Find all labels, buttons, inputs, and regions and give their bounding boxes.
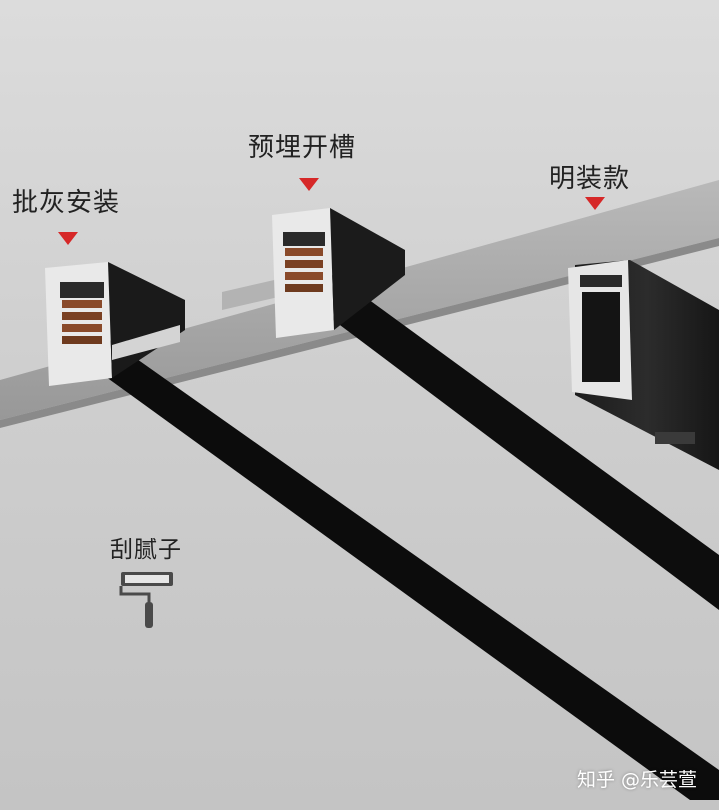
paint-roller-icon — [119, 572, 173, 628]
recessed-slot-label: 预埋开槽 — [248, 133, 357, 163]
surface-mount-label: 明装款 — [549, 164, 631, 194]
red-marker-icon — [58, 232, 78, 245]
putty-label: 刮腻子 — [110, 537, 182, 563]
plaster-install-label: 批灰安装 — [12, 188, 121, 218]
red-marker-icon — [299, 178, 319, 191]
watermark: 知乎 @乐芸萱 — [576, 769, 697, 791]
red-marker-icon — [585, 197, 605, 210]
track-surface-mount — [568, 260, 719, 470]
track-plaster-install — [45, 262, 719, 800]
track-recessed-slot — [272, 208, 719, 610]
